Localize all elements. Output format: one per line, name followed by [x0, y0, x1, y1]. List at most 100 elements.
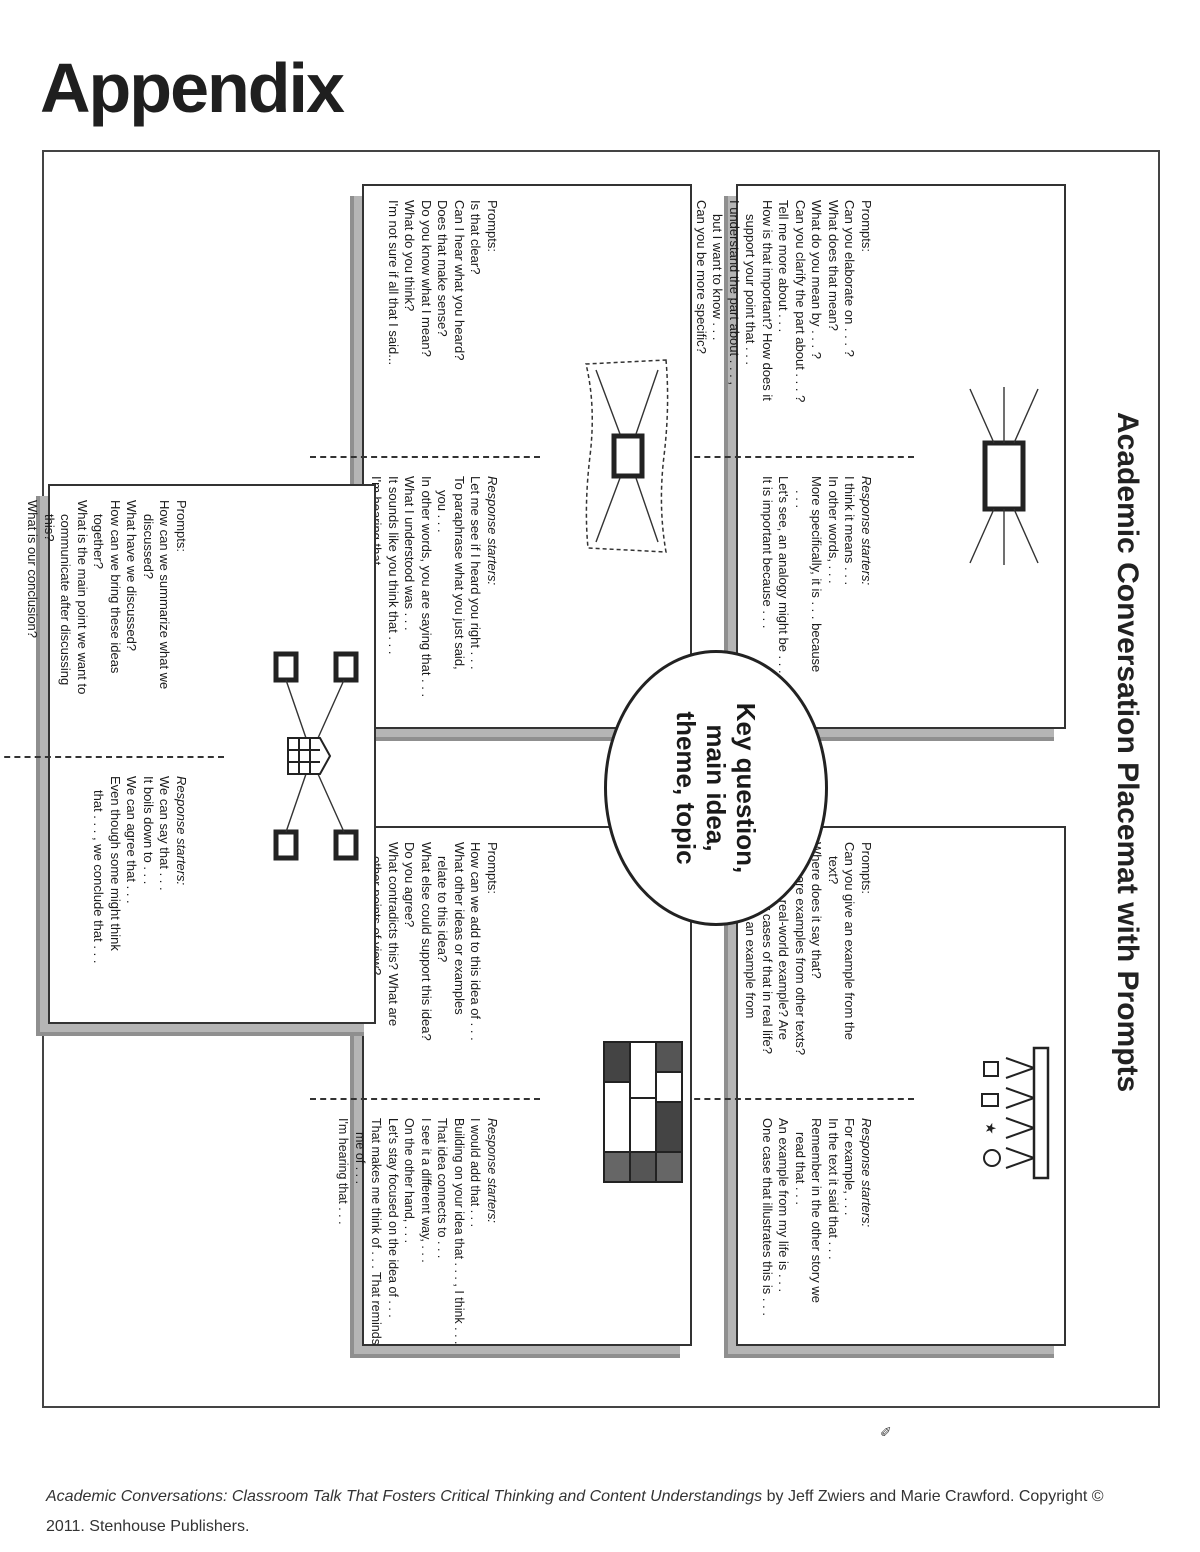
- quadrant-support: ★ Prompts: Can you give an example from …: [684, 826, 1066, 1346]
- prompt-line: How can we summarize what we: [157, 500, 173, 690]
- starter-line: . . .: [793, 490, 808, 509]
- building-blocks-icon: [591, 1038, 686, 1188]
- starter-line: That makes me think of . . . That remind…: [369, 1118, 384, 1345]
- placemat-title: Academic Conversation Placemat with Prom…: [1111, 412, 1144, 1093]
- starter-line: Even though some might think: [108, 776, 123, 951]
- starter-line: me of . . .: [353, 1132, 367, 1185]
- prompt-line: I'm not sure if all that I said...: [386, 200, 401, 366]
- synthesize-prompts: Prompts: How can we summarize what we di…: [24, 500, 190, 755]
- build-starters: Response starters: I would add that . . …: [335, 1118, 500, 1345]
- starter-line: read that . . .: [793, 1132, 808, 1205]
- prompt-line: What else could support this idea?: [419, 842, 434, 1041]
- prompt-line: How can we add to this idea of . . .: [468, 842, 484, 1041]
- starter-line: I'm hearing that . . .: [336, 1118, 351, 1225]
- starter-line: It boils down to . . .: [141, 776, 156, 885]
- starter-line: It sounds like you think that . . .: [386, 476, 401, 655]
- center-line: theme, topic: [671, 711, 701, 865]
- starter-line: To paraphrase what you just said,: [452, 476, 467, 670]
- starters-heading: Response starters:: [485, 476, 500, 586]
- starter-line: I think it means . . .: [842, 476, 858, 586]
- prompt-line: What other ideas or examples: [452, 842, 467, 1015]
- paraphrase-starters: Response starters: Let me see if I heard…: [368, 476, 501, 721]
- starters-heading: Response starters:: [174, 776, 189, 886]
- starter-line: An example from my life is . . .: [776, 1118, 792, 1293]
- starter-line: In other words, you are saying that . . …: [419, 476, 434, 698]
- starter-line: In other words, . . .: [826, 476, 841, 584]
- starter-line: Building on your idea that . . . , I thi…: [452, 1118, 466, 1345]
- prompt-line: together?: [91, 514, 107, 569]
- prompt-line: Can you elaborate on . . . ?: [842, 200, 858, 357]
- starter-line: More specifically, it is . . . because: [809, 476, 825, 673]
- expand-arrows-icon: [953, 381, 1048, 571]
- starter-line: I see it a different way, . . .: [419, 1118, 433, 1263]
- prompt-line: Can I hear what you heard?: [452, 200, 467, 361]
- center-line: Key question,: [731, 702, 761, 874]
- prompt-line: Can you give an example from the: [842, 842, 858, 1040]
- prompt-line: Where does it say that?: [809, 842, 825, 979]
- paraphrase-prompts: Prompts: Is that clear? Can I hear what …: [385, 200, 500, 455]
- starters-heading: Response starters:: [485, 1118, 499, 1223]
- prompt-line: support your point that . . .: [743, 214, 759, 366]
- prompt-line: I understand the part about . . . ,: [727, 200, 742, 386]
- dashed-divider: [310, 1098, 540, 1100]
- quadrant-elaborate: Prompts: Can you elaborate on . . . ? Wh…: [684, 184, 1066, 729]
- dashed-divider: [684, 456, 914, 458]
- support-starters: Response starters: For example, . . . In…: [759, 1118, 874, 1343]
- starter-line: One case that illustrates this is . . .: [760, 1118, 775, 1316]
- scale-balance-icon: ★: [931, 1038, 1056, 1188]
- quadrant-build: Prompts: How can we add to this idea of …: [310, 826, 692, 1346]
- prompt-line: How can we bring these ideas: [108, 500, 123, 674]
- build-prompts: Prompts: How can we add to this idea of …: [368, 842, 501, 1097]
- center-oval-topic: Key question, main idea, theme, topic: [604, 650, 828, 926]
- quadrant-synthesize: Prompts: How can we summarize what we di…: [0, 484, 376, 1024]
- prompt-line: What do you mean by . . . ?: [809, 200, 825, 359]
- prompts-heading: Prompts:: [859, 200, 874, 253]
- elaborate-prompts: Prompts: Can you elaborate on . . . ? Wh…: [693, 200, 874, 455]
- book-title: Academic Conversations: Classroom Talk T…: [46, 1488, 763, 1505]
- starter-line: you . . .: [435, 490, 451, 533]
- dashed-divider: [0, 756, 224, 758]
- prompt-line: How is that important? How does it: [760, 200, 775, 401]
- starter-line: In the text it said that . . .: [826, 1118, 841, 1260]
- quadrant-paraphrase: Prompts: Is that clear? Can I hear what …: [310, 184, 692, 729]
- prompt-line: What is the main point we want to: [75, 500, 90, 695]
- prompt-line: Does that make sense?: [435, 200, 451, 337]
- prompts-heading: Prompts:: [485, 842, 500, 895]
- svg-text:★: ★: [982, 1122, 998, 1135]
- prompt-line: discussed?: [141, 514, 156, 580]
- prompt-line: Tell me more about . . .: [776, 200, 792, 333]
- prompt-line: What contradicts this? What are: [386, 842, 401, 1027]
- starter-line: I would add that . . .: [468, 1118, 483, 1228]
- prompt-line: text?: [826, 856, 841, 885]
- page-title: Appendix: [40, 49, 345, 127]
- starter-line: For example, . . .: [842, 1118, 858, 1216]
- starters-heading: Response starters:: [859, 476, 874, 586]
- converging-arrows-icon: [577, 356, 672, 556]
- synthesize-starters: Response starters: We can say that . . .…: [90, 776, 190, 1011]
- starter-line: On the other hand, . . .: [402, 1118, 417, 1244]
- prompt-line: Can you clarify the part about . . . ?: [793, 200, 808, 403]
- converging-blocks-icon: [256, 646, 366, 866]
- prompt-line: What does that mean?: [826, 200, 841, 331]
- starter-line: We can say that . . .: [157, 776, 173, 891]
- starter-line: that . . . , we conclude that . . .: [91, 790, 107, 964]
- byline: by Jeff Zwiers and Marie Crawford. Copyr…: [46, 1488, 1104, 1535]
- placemat-frame: Academic Conversation Placemat with Prom…: [0, 150, 1160, 1408]
- starter-line: We can agree that . . .: [124, 776, 140, 904]
- starter-line: What I understood was . . .: [402, 476, 418, 631]
- prompt-line: this?: [42, 514, 57, 542]
- starter-line: Let me see if I heard you right . . .: [468, 476, 484, 670]
- prompt-line: communicate after discussing: [58, 514, 74, 686]
- prompt-line: relate to this idea?: [435, 856, 451, 963]
- prompt-line: Do you know what I mean?: [419, 200, 434, 357]
- starter-line: Remember in the other story we: [809, 1118, 825, 1303]
- prompts-heading: Prompts:: [485, 200, 500, 253]
- center-line: main idea,: [701, 724, 731, 852]
- starters-heading: Response starters:: [859, 1118, 874, 1228]
- starter-line: Let's stay focused on the idea of . . .: [386, 1118, 400, 1318]
- dashed-divider: [310, 456, 540, 458]
- prompt-line: What do you think?: [402, 200, 418, 312]
- prompts-heading: Prompts:: [859, 842, 874, 895]
- citation: Academic Conversations: Classroom Talk T…: [46, 1482, 1146, 1542]
- dashed-divider: [684, 1098, 914, 1100]
